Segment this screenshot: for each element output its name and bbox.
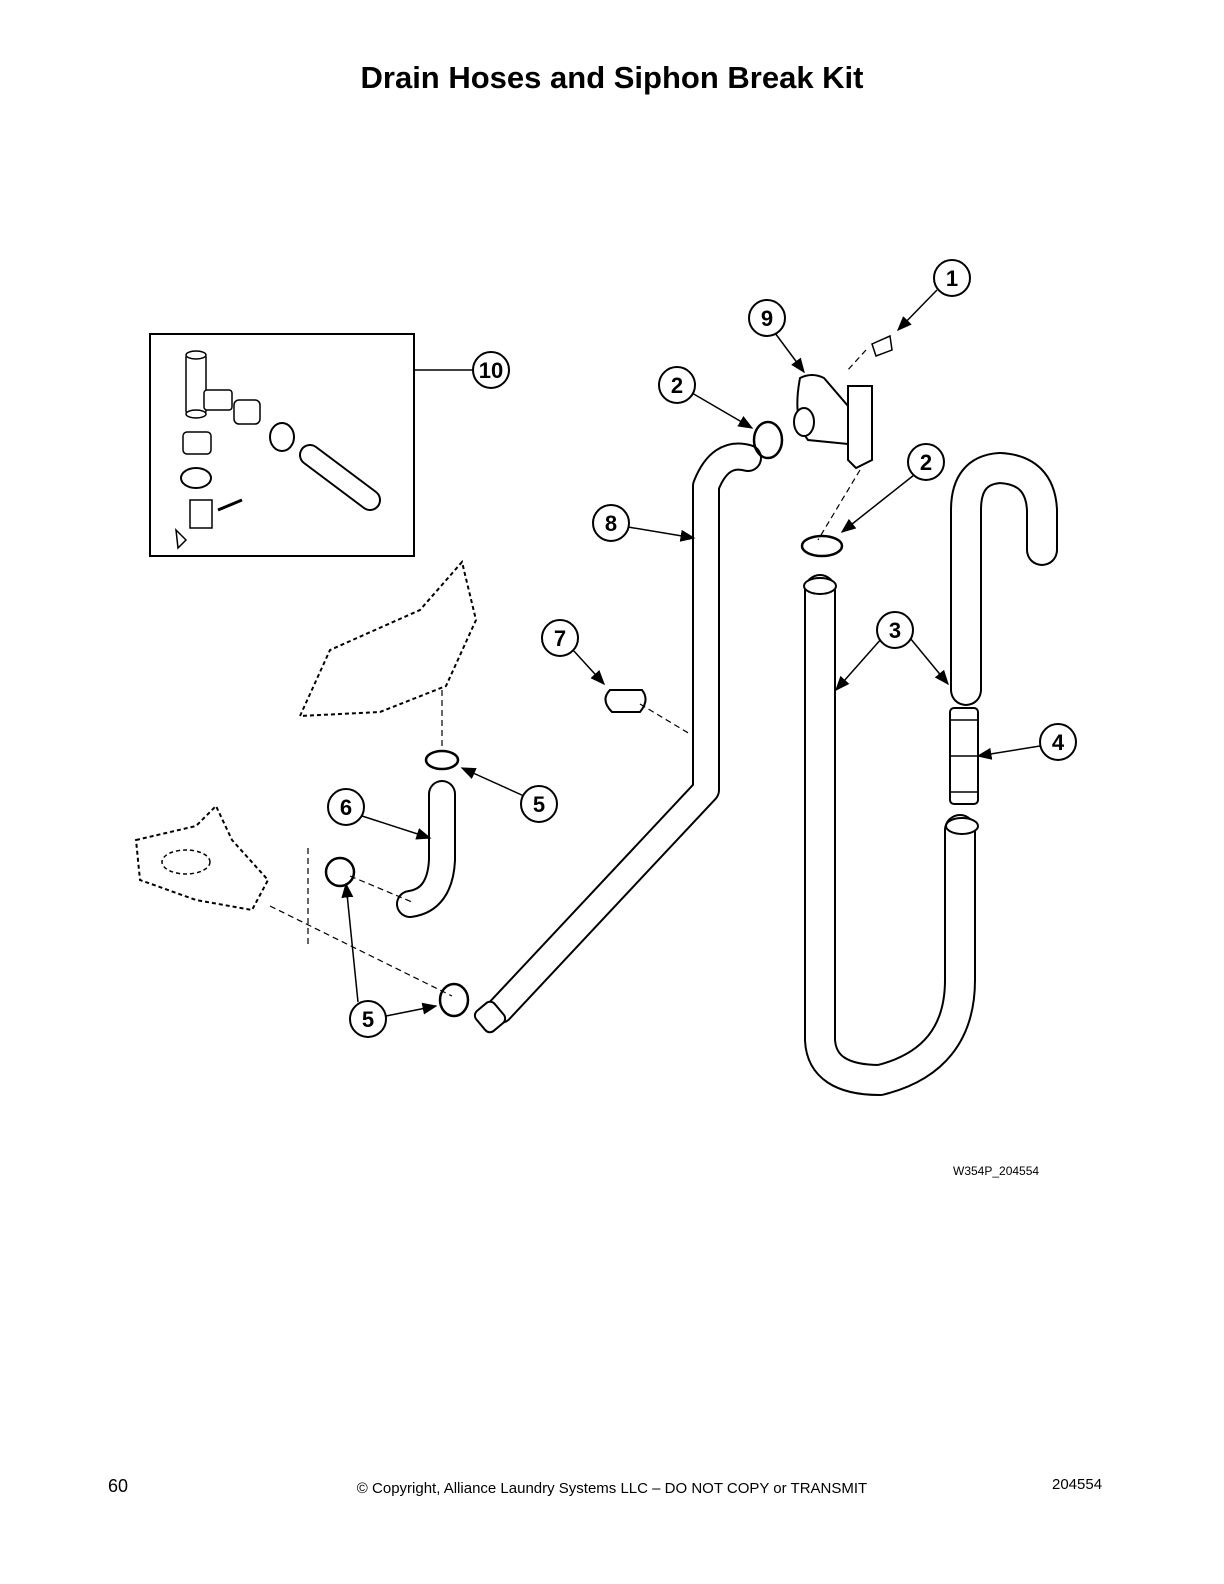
page-number: 60 [108, 1476, 129, 1496]
document-number: 204554 [1052, 1476, 1103, 1493]
screw [871, 334, 893, 357]
figure-id: W354P_204554 [953, 1164, 1040, 1178]
tub-outline [298, 559, 478, 718]
pump-outline [134, 804, 270, 912]
svg-text:1: 1 [946, 266, 958, 291]
callout-6: 6 [327, 788, 365, 826]
svg-text:2: 2 [671, 373, 683, 398]
assembly-lines [269, 349, 867, 997]
callout-1: 1 [933, 259, 971, 297]
callout-2-upper: 2 [658, 366, 696, 404]
svg-text:4: 4 [1052, 730, 1065, 755]
page-title: Drain Hoses and Siphon Break Kit [360, 60, 864, 95]
callout-5-lower: 5 [349, 1000, 387, 1038]
callout-8: 8 [592, 504, 630, 542]
drain-hose-8 [473, 442, 762, 1034]
siphon-break-bracket [793, 374, 873, 470]
svg-text:9: 9 [761, 306, 773, 331]
drain-hose-6 [396, 780, 456, 918]
siphon-break-kit-box [149, 333, 415, 557]
svg-text:5: 5 [533, 792, 545, 817]
callout-5-upper: 5 [520, 785, 558, 823]
svg-text:3: 3 [889, 618, 901, 643]
callout-4: 4 [1039, 723, 1077, 761]
svg-text:10: 10 [479, 358, 503, 383]
svg-text:5: 5 [362, 1007, 374, 1032]
callout-9: 9 [748, 299, 786, 337]
callout-7: 7 [541, 619, 579, 657]
callout-10: 10 [472, 351, 510, 389]
svg-text:2: 2 [920, 450, 932, 475]
hose-connector [949, 707, 979, 805]
leader-lines [341, 289, 1041, 1017]
svg-text:7: 7 [554, 626, 566, 651]
drain-hose-3-hook [950, 451, 1058, 706]
callout-3: 3 [876, 611, 914, 649]
callouts: 1 9 10 2 2 8 7 3 4 6 5 5 [327, 259, 1077, 1038]
svg-text:8: 8 [605, 511, 617, 536]
hose-clip [604, 689, 647, 713]
svg-text:6: 6 [340, 795, 352, 820]
callout-2-lower: 2 [907, 443, 945, 481]
drain-hose-3 [803, 574, 979, 1096]
copyright-notice: © Copyright, Alliance Laundry Systems LL… [356, 1480, 868, 1497]
